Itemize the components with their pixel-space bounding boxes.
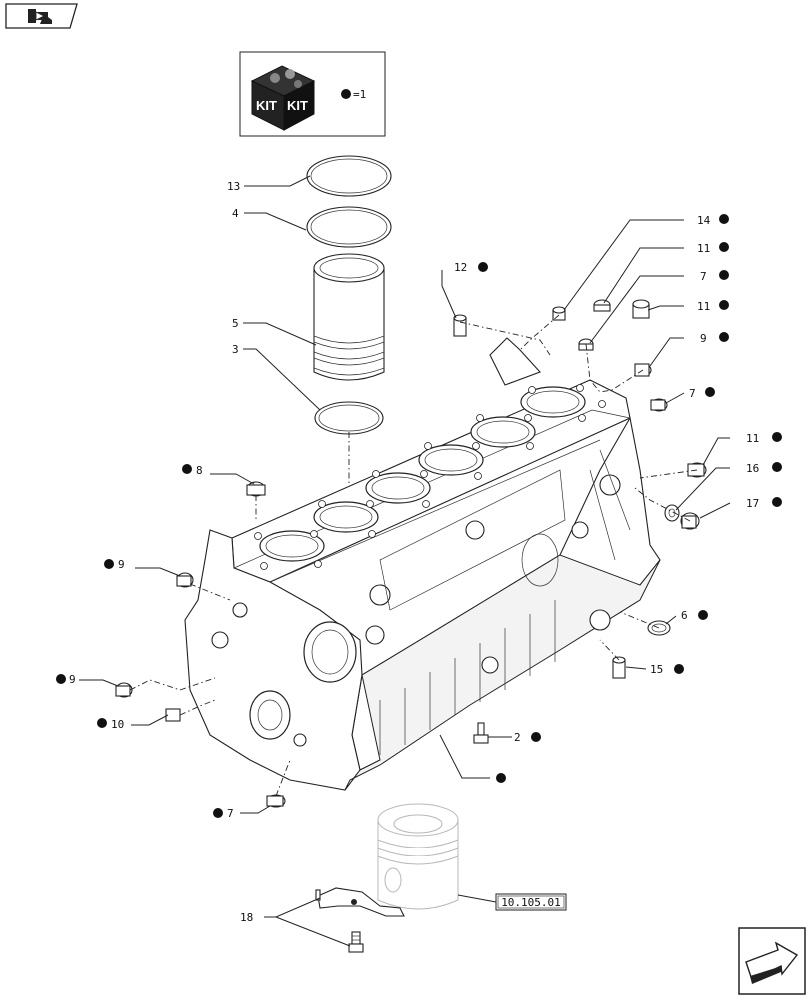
svg-text:11: 11 — [746, 432, 759, 445]
seal-ring-3 — [314, 401, 384, 435]
svg-text:7: 7 — [700, 270, 707, 283]
kit-dot-icon — [698, 610, 708, 620]
kit-dot-icon — [531, 732, 541, 742]
kit-dot-icon — [719, 300, 729, 310]
reference-link-text[interactable]: 10.105.01 — [501, 896, 561, 909]
kit-dot-icon — [341, 89, 351, 99]
svg-text:10: 10 — [111, 718, 124, 731]
svg-text:9: 9 — [700, 332, 707, 345]
svg-text:7: 7 — [227, 807, 234, 820]
svg-text:15: 15 — [650, 663, 663, 676]
plug-8 — [246, 481, 266, 497]
svg-text:6: 6 — [681, 609, 688, 622]
callout-7-b: 7 — [689, 387, 715, 400]
callout-3: 3 — [232, 343, 239, 356]
kit-legend-box: KIT KIT =1 — [239, 51, 386, 137]
callout-11-a: 11 — [697, 242, 729, 255]
svg-text:4: 4 — [232, 207, 239, 220]
washer-16 — [664, 504, 680, 522]
callout-11-c: 11 — [746, 432, 782, 445]
svg-text:11: 11 — [697, 242, 710, 255]
kit-dot-icon — [674, 664, 684, 674]
callout-9-b: 9 — [104, 558, 125, 571]
kit-box-icon: KIT KIT — [250, 65, 316, 131]
bolt-2 — [473, 722, 489, 744]
callout-6: 6 — [681, 609, 708, 622]
callout-15: 15 — [650, 663, 684, 676]
svg-text:8: 8 — [196, 464, 203, 477]
svg-text:12: 12 — [454, 261, 467, 274]
reference-link-box[interactable]: 10.105.01 — [495, 893, 567, 911]
oil-nozzle-bracket — [315, 887, 405, 917]
book-navigation-icon[interactable] — [5, 3, 78, 29]
svg-text:5: 5 — [232, 317, 239, 330]
plug-11-b — [632, 299, 650, 319]
kit-dot-icon — [772, 497, 782, 507]
callout-7-c: 7 — [213, 807, 234, 820]
kit-dot-icon — [719, 214, 729, 224]
kit-label-right: KIT — [287, 98, 308, 113]
kit-dot-icon — [705, 387, 715, 397]
callout-1-dot — [496, 773, 506, 783]
svg-text:14: 14 — [697, 214, 711, 227]
callout-2: 2 — [514, 731, 541, 744]
kit-dot-icon — [97, 718, 107, 728]
kit-dot-icon — [56, 674, 66, 684]
bolt-18 — [348, 931, 364, 953]
seal-ring-13 — [306, 155, 392, 197]
callout-17: 17 — [746, 497, 782, 510]
next-page-arrow-icon[interactable] — [738, 927, 806, 995]
callout-18: 18 — [240, 911, 253, 924]
svg-text:3: 3 — [232, 343, 239, 356]
svg-text:13: 13 — [227, 180, 240, 193]
plug-7-b — [650, 398, 668, 412]
svg-text:7: 7 — [689, 387, 696, 400]
plug-12 — [453, 314, 467, 337]
svg-text:17: 17 — [746, 497, 759, 510]
kit-dot-icon — [478, 262, 488, 272]
plug-9-c — [115, 682, 133, 698]
svg-text:9: 9 — [69, 673, 76, 686]
cylinder-liner-5 — [313, 253, 385, 381]
plug-9-b — [176, 572, 194, 588]
kit-dot-icon — [104, 559, 114, 569]
kit-dot-icon — [772, 462, 782, 472]
callout-14: 14 — [697, 214, 729, 227]
svg-text:2: 2 — [514, 731, 521, 744]
callout-10: 10 — [97, 718, 124, 731]
svg-text:16: 16 — [746, 462, 759, 475]
callout-12: 12 — [454, 261, 488, 274]
kit-dot-icon — [496, 773, 506, 783]
callout-9-a: 9 — [700, 332, 729, 345]
kit-dot-icon — [719, 242, 729, 252]
kit-dot-icon — [719, 332, 729, 342]
svg-text:9: 9 — [118, 558, 125, 571]
callout-4: 4 — [232, 207, 239, 220]
piston — [377, 803, 459, 910]
engine-block — [184, 337, 661, 791]
callout-11-b: 11 — [697, 300, 729, 313]
plug-11-a — [593, 299, 611, 312]
svg-text:18: 18 — [240, 911, 253, 924]
callout-5: 5 — [232, 317, 239, 330]
kit-dot-icon — [213, 808, 223, 818]
dowel-15 — [612, 656, 626, 679]
callout-8: 8 — [182, 464, 203, 477]
kit-dot-icon — [772, 432, 782, 442]
callout-16: 16 — [746, 462, 782, 475]
dowel-10 — [165, 708, 181, 722]
callout-9-c: 9 — [56, 673, 76, 686]
kit-dot-icon — [182, 464, 192, 474]
seal-ring-4 — [306, 206, 392, 248]
callout-13: 13 — [227, 180, 240, 193]
callout-7-a: 7 — [700, 270, 729, 283]
kit-dot-icon — [719, 270, 729, 280]
svg-text:11: 11 — [697, 300, 710, 313]
kit-label-left: KIT — [256, 98, 277, 113]
kit-legend-text: =1 — [353, 88, 366, 101]
plug-7-c — [266, 794, 286, 808]
